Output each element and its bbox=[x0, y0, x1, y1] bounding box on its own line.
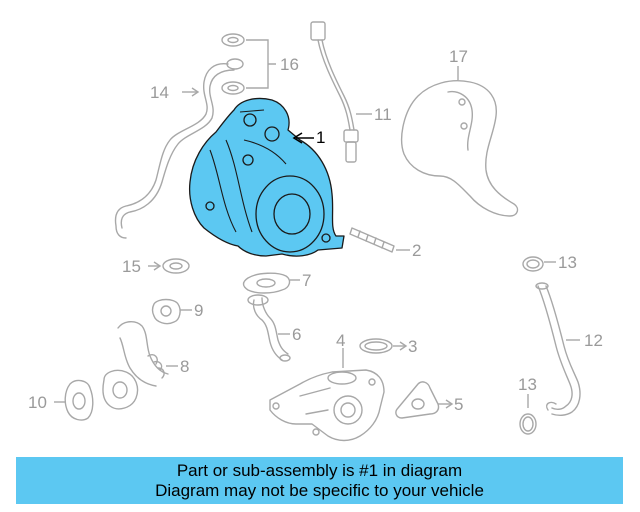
part-12-oil-return-pipe bbox=[535, 282, 581, 417]
callout-12: 12 bbox=[584, 331, 603, 350]
callout-9: 9 bbox=[194, 301, 203, 320]
part-2-stud bbox=[349, 227, 410, 253]
part-15-washer bbox=[148, 258, 190, 274]
part-14-oil-feed-pipe bbox=[114, 58, 244, 239]
callout-2: 2 bbox=[412, 241, 421, 260]
part-6-oil-drain-pipe bbox=[247, 294, 291, 362]
part-5-gasket bbox=[395, 381, 454, 419]
parts-diagram: 16 14 11 17 bbox=[28, 21, 603, 442]
banner-line-2: Diagram may not be specific to your vehi… bbox=[155, 480, 484, 500]
callout-1: 1 bbox=[316, 128, 325, 147]
part-17-heat-shield bbox=[401, 66, 519, 217]
part-10-gasket bbox=[54, 379, 94, 421]
part-8-exhaust-pipe bbox=[102, 321, 178, 410]
callout-15: 15 bbox=[122, 257, 141, 276]
part-7-gasket bbox=[242, 272, 300, 294]
callout-13-upper: 13 bbox=[558, 253, 577, 272]
part-13-o-ring-lower bbox=[519, 394, 537, 435]
callout-7: 7 bbox=[302, 271, 311, 290]
part-16-washers bbox=[221, 33, 276, 95]
callout-8: 8 bbox=[180, 357, 189, 376]
banner-line-1: Part or sub-assembly is #1 in diagram bbox=[176, 460, 463, 480]
callout-17: 17 bbox=[449, 47, 468, 66]
callout-14: 14 bbox=[150, 83, 169, 102]
info-banner: Part or sub-assembly is #1 in diagram Di… bbox=[16, 457, 623, 504]
callout-10: 10 bbox=[28, 393, 47, 412]
part-3-o-ring bbox=[359, 338, 408, 354]
part-11-sensor bbox=[310, 21, 372, 163]
part-9-gasket bbox=[151, 298, 192, 325]
callout-6: 6 bbox=[292, 325, 301, 344]
callout-11: 11 bbox=[374, 105, 392, 124]
callout-5: 5 bbox=[454, 395, 463, 414]
part-4-support-bracket bbox=[269, 348, 385, 442]
callout-4: 4 bbox=[336, 331, 345, 350]
part-13-o-ring-upper bbox=[522, 256, 556, 272]
part-1-turbocharger bbox=[188, 97, 345, 257]
callout-3: 3 bbox=[408, 337, 417, 356]
callout-16: 16 bbox=[280, 55, 299, 74]
callout-13-lower: 13 bbox=[518, 375, 537, 394]
